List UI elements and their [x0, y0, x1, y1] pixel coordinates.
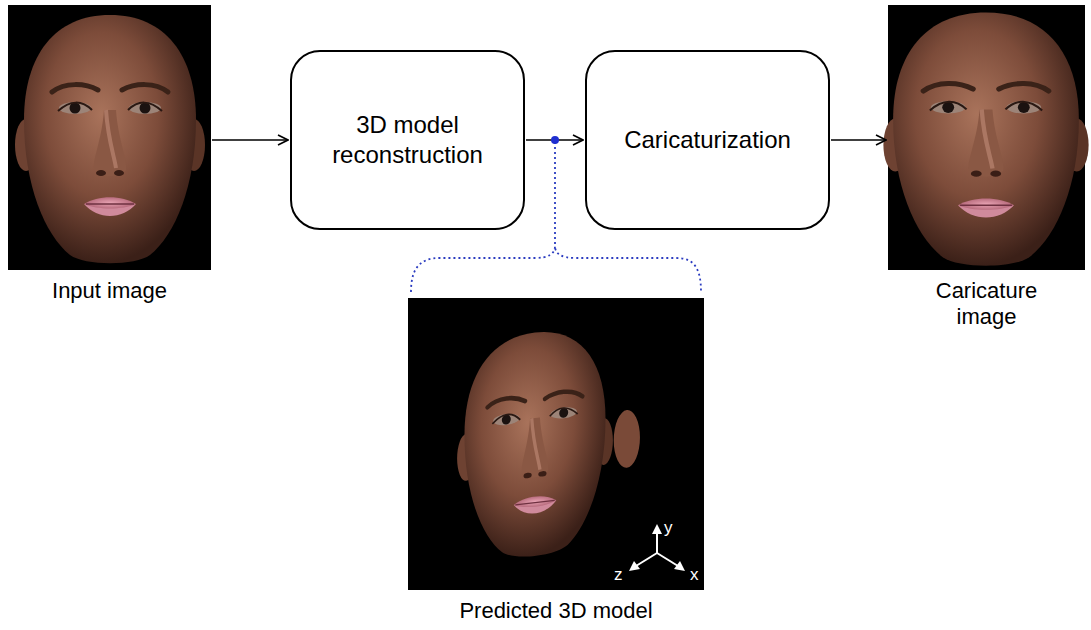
- image-panel: Input image: [8, 5, 211, 304]
- axis-label: z: [614, 566, 623, 583]
- box-label: Caricaturization: [624, 125, 791, 155]
- axis-label: x: [690, 566, 699, 583]
- junction-dot: [551, 136, 559, 144]
- image-panel: Predicted 3D model: [408, 298, 704, 624]
- process-box: 3D model reconstruction: [290, 50, 525, 230]
- axis-label: y: [664, 519, 673, 536]
- image-panel: Caricature image: [888, 5, 1085, 331]
- image-caption: Input image: [10, 278, 210, 304]
- flow-arrow: [212, 139, 288, 141]
- image-caption: Predicted 3D model: [411, 598, 701, 624]
- box-label: 3D model reconstruction: [304, 110, 511, 170]
- process-box: Caricaturization: [585, 50, 830, 230]
- image-caption: Caricature image: [917, 278, 1057, 331]
- flow-arrow: [831, 139, 886, 141]
